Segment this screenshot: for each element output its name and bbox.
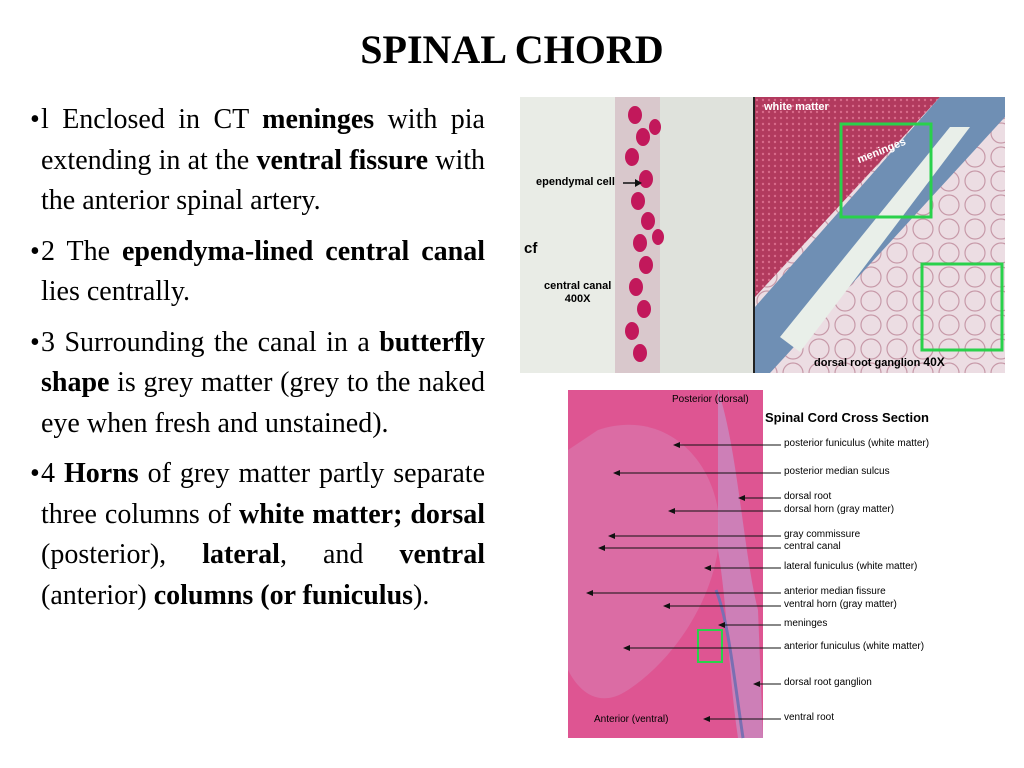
arrow-head [608, 533, 615, 539]
cross-section-label: anterior median fissure [784, 586, 886, 597]
bullet-item: • l Enclosed in CT meninges with pia ext… [30, 100, 485, 222]
arrow-head [738, 495, 745, 501]
magnification-left: 400X [564, 293, 591, 305]
cross-section-label: posterior funiculus (white matter) [784, 438, 930, 449]
cross-section-label: posterior median sulcus [784, 466, 890, 477]
cross-section-panel: Posterior (dorsal) Anterior (ventral) Sp… [568, 390, 958, 740]
arrow-head [586, 590, 593, 596]
cross-section-label: lateral funiculus (white matter) [784, 561, 918, 572]
arrow-head [753, 681, 760, 687]
bullet-marker: • [30, 235, 40, 267]
dorsal-root-ganglion-label: dorsal root ganglion 40X [814, 355, 945, 369]
arrow-head [673, 442, 680, 448]
drg-text: dorsal root ganglion [814, 357, 921, 369]
bullet-text: 3 Surrounding the canal in a butterfly s… [41, 326, 485, 439]
bullet-item: • 4 Horns of grey matter partly separate… [30, 454, 485, 616]
bullet-text: 4 Horns of grey matter partly separate t… [41, 458, 486, 611]
ependymal-cell-label: ependymal cell [536, 176, 615, 188]
cross-section-image [568, 390, 763, 739]
bullet-marker: • [30, 458, 40, 489]
bullet-item: • 2 The ependyma-lined central canal lie… [30, 232, 485, 313]
cross-section-label: dorsal horn (gray matter) [784, 504, 895, 515]
arrow-head [598, 545, 605, 551]
bullet-item: • 3 Surrounding the canal in a butterfly… [30, 323, 485, 445]
arrow-head [663, 603, 670, 609]
arrow-head [704, 565, 711, 571]
slide-title: SPINAL CHORD [360, 27, 664, 72]
arrow-head [703, 716, 710, 722]
micrograph-panel: ependymal cell cf central canal 400X whi… [520, 97, 1005, 373]
cross-section-title: Spinal Cord Cross Section [765, 410, 929, 425]
anterior-label: Anterior (ventral) [594, 714, 669, 725]
cross-section-label: anterior funiculus (white matter) [784, 641, 925, 652]
cross-section-label: dorsal root [784, 491, 832, 502]
bullet-marker: • [30, 104, 40, 135]
leader-lines [586, 442, 781, 722]
cross-section-label: meninges [784, 618, 828, 629]
magnification-right: 40X [923, 355, 945, 369]
posterior-label: Posterior (dorsal) [672, 394, 749, 405]
arrow-head [718, 622, 725, 628]
bullet-text: 2 The ependyma-lined central canal lies … [41, 235, 485, 308]
bullet-text: l Enclosed in CT meninges with pia exten… [41, 104, 486, 216]
arrow-head [668, 508, 675, 514]
cf-label: cf [524, 240, 538, 257]
cross-section-label: dorsal root ganglion [784, 677, 872, 688]
white-matter-label: white matter [764, 101, 829, 113]
micrograph-image [520, 97, 1005, 373]
cross-section-label: ventral root [784, 712, 835, 723]
arrow-head [613, 470, 620, 476]
arrow-head [623, 645, 630, 651]
bullet-list: • l Enclosed in CT meninges with pia ext… [30, 100, 485, 626]
central-canal-text: central canal [544, 280, 612, 292]
bullet-marker: • [30, 326, 40, 358]
cross-section-label: gray commissure [784, 529, 861, 540]
central-canal-label: central canal 400X [544, 280, 611, 306]
cross-section-label: ventral horn (gray matter) [784, 599, 897, 610]
cross-section-label: central canal [784, 541, 841, 552]
